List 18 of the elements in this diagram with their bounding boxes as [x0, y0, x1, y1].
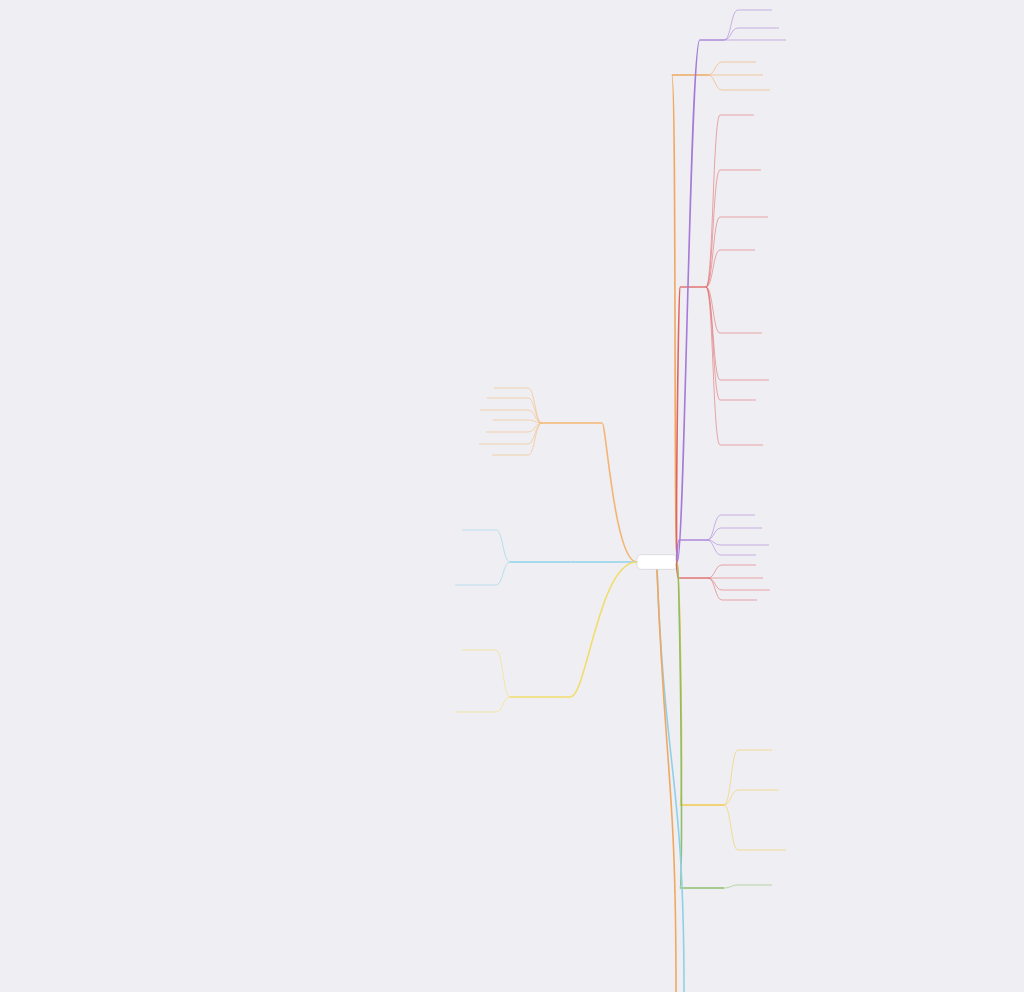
branch-underline — [700, 39, 724, 41]
branch-underline — [679, 539, 707, 541]
branch-underline — [510, 696, 570, 698]
branch-line — [569, 561, 638, 698]
branch-underline — [510, 561, 570, 563]
branch-underline — [680, 887, 724, 889]
branch-underline — [680, 286, 706, 288]
branch-underline — [680, 804, 724, 806]
branch-underline — [672, 74, 708, 76]
central-box — [636, 554, 678, 570]
branch-line — [656, 568, 677, 992]
branch-line — [675, 539, 680, 563]
branch-line — [675, 561, 679, 579]
branch-underline — [542, 422, 602, 424]
branch-line — [675, 286, 681, 563]
branch-line — [676, 561, 683, 889]
branch-line — [676, 39, 701, 563]
branch-underline — [678, 577, 708, 579]
